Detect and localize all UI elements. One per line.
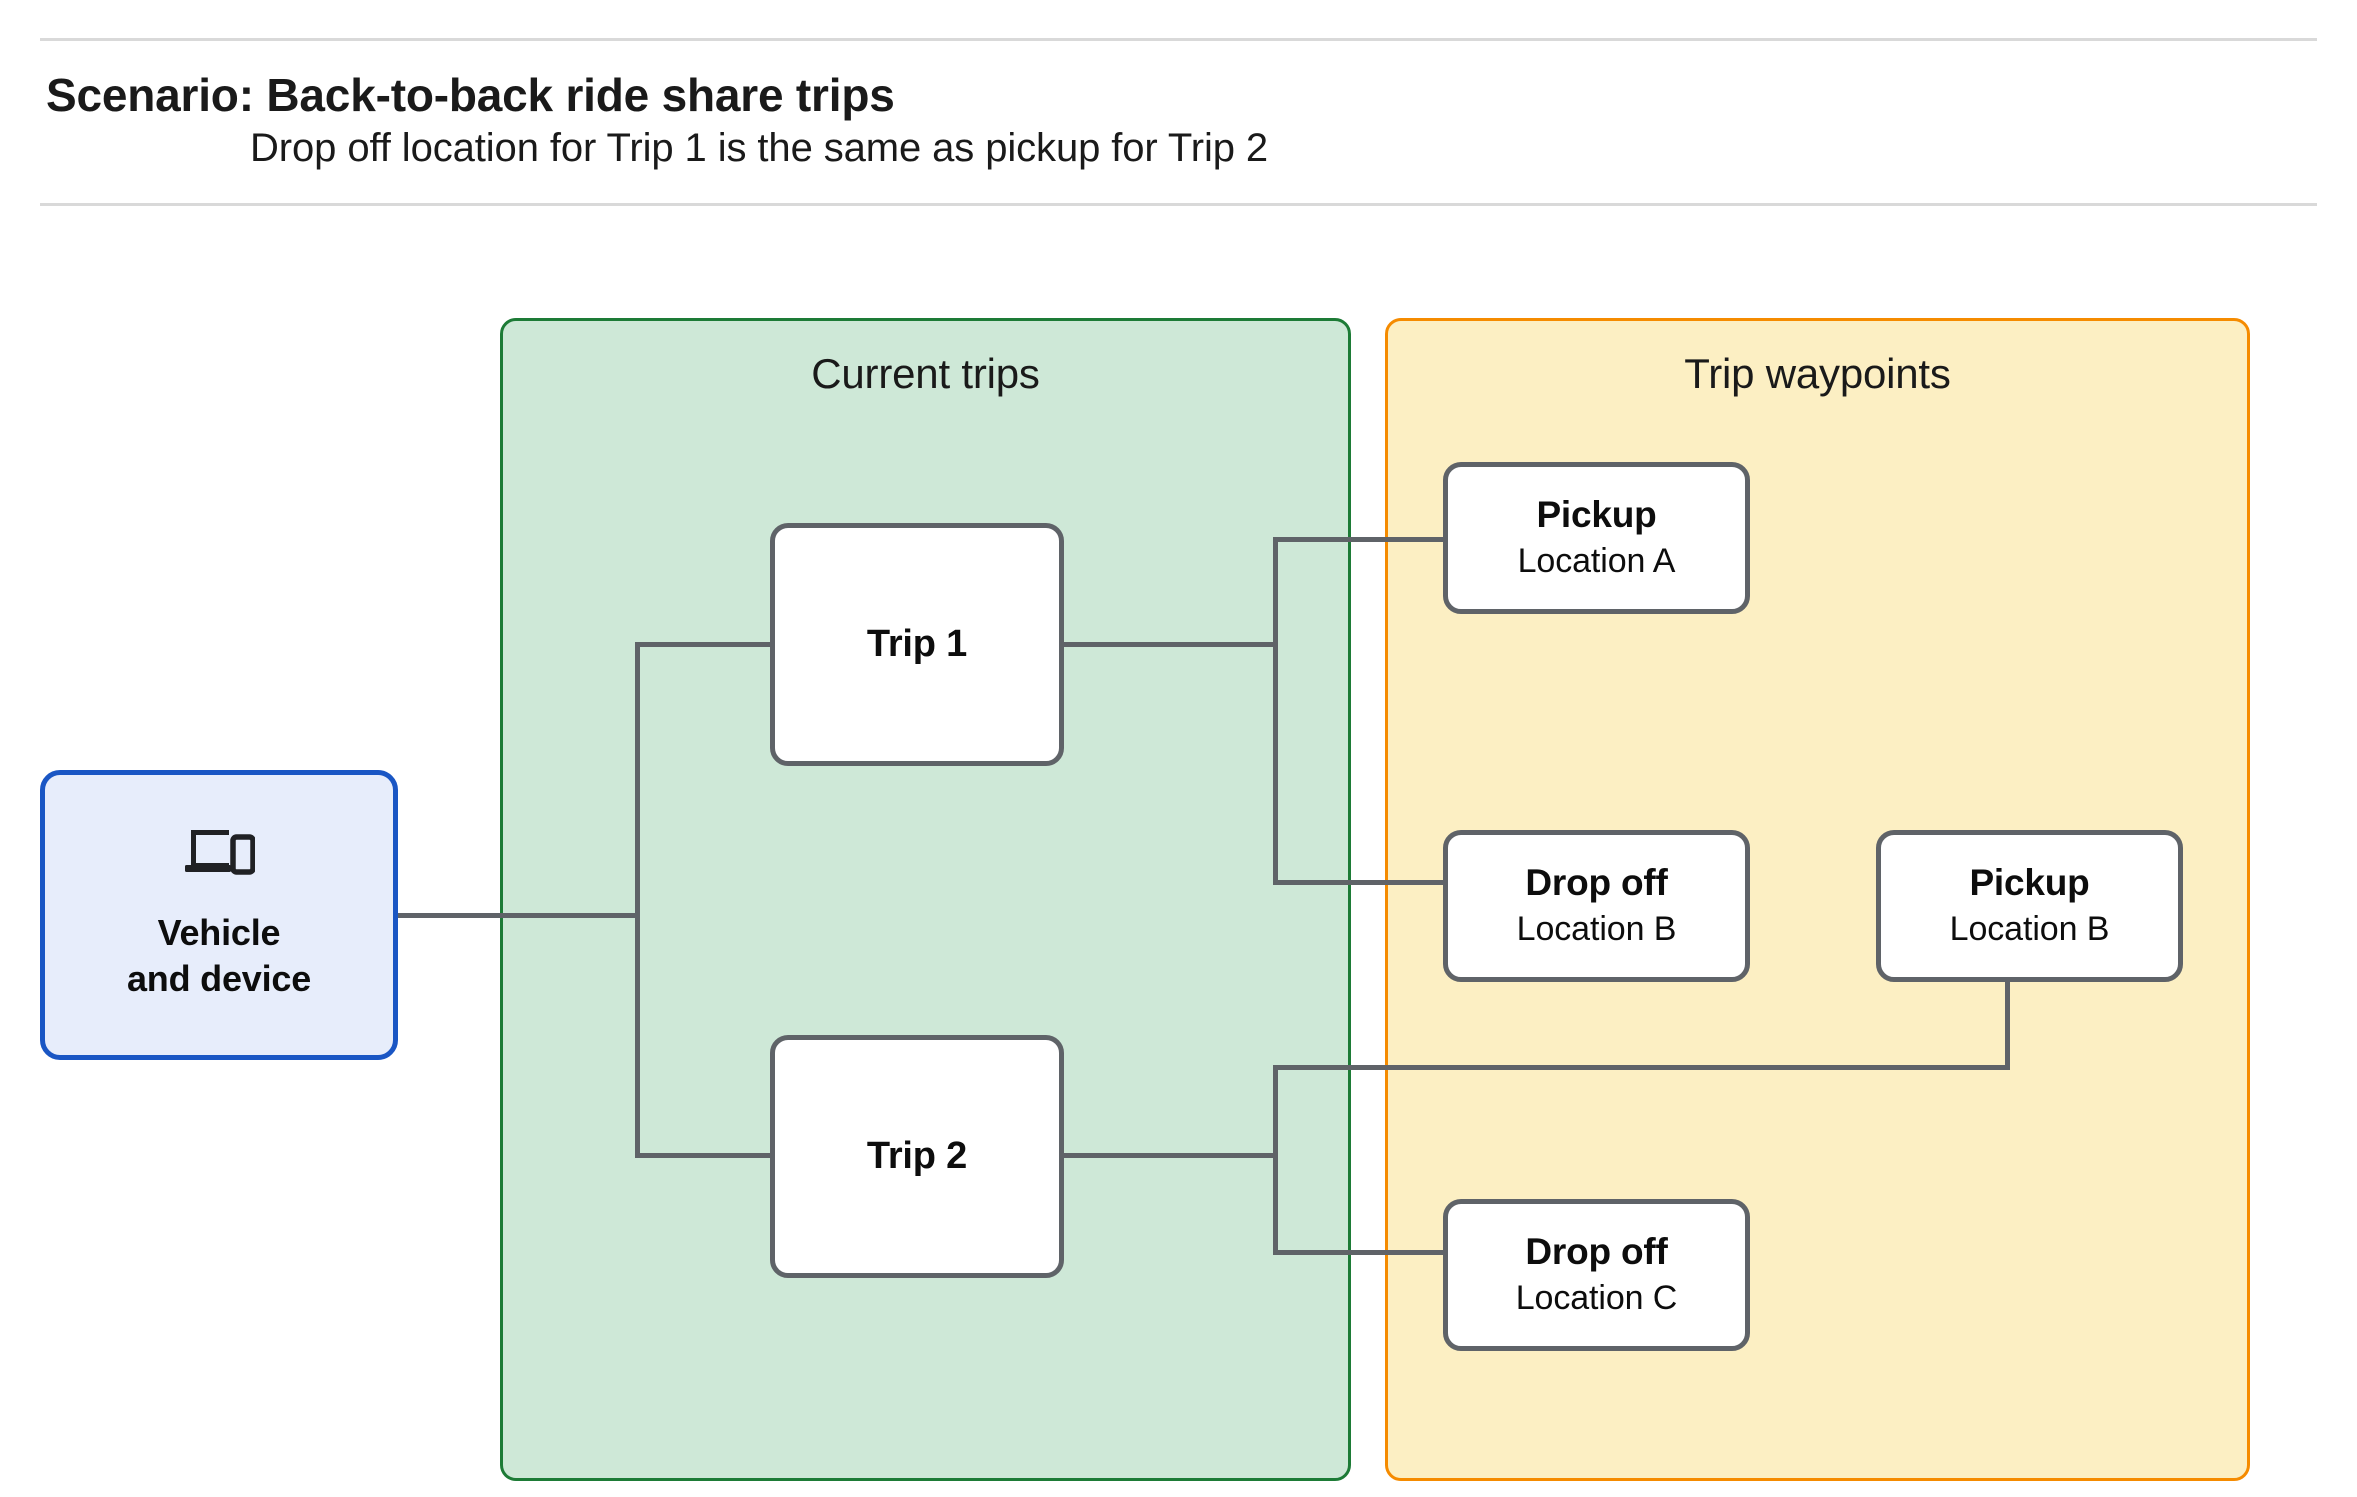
node-trip-2-label: Trip 2: [866, 1134, 968, 1177]
node-pickup-a-title: Pickup: [1536, 494, 1657, 536]
connector-trip2-branch-vertical: [1273, 1065, 1278, 1255]
node-dropoff-c-subtitle: Location C: [1515, 1278, 1678, 1317]
node-pickup-b-title: Pickup: [1969, 862, 2090, 904]
connector-trip1-branch-vertical: [1273, 537, 1278, 885]
node-dropoff-c-title: Drop off: [1525, 1231, 1668, 1273]
page-subtitle: Drop off location for Trip 1 is the same…: [250, 126, 1269, 170]
connector-trunk-to-trip1: [635, 642, 773, 647]
node-vehicle-label: Vehicle and device: [126, 911, 312, 999]
devices-icon: [183, 824, 255, 878]
page-title: Scenario: Back-to-back ride share trips: [46, 69, 895, 121]
node-waypoint-pickup-b[interactable]: Pickup Location B: [1876, 830, 2183, 982]
header-divider-bottom: [40, 203, 2317, 206]
node-waypoint-dropoff-c[interactable]: Drop off Location C: [1443, 1199, 1750, 1351]
connector-trunk-vertical: [635, 642, 640, 1158]
node-vehicle-and-device[interactable]: Vehicle and device: [40, 770, 398, 1060]
connector-trip1-to-dropoff-b: [1273, 880, 1447, 885]
node-waypoint-dropoff-b[interactable]: Drop off Location B: [1443, 830, 1750, 982]
connector-trip2-to-dropoff-c: [1273, 1250, 1447, 1255]
header-divider-top: [40, 38, 2317, 41]
connector-trip1-out: [1060, 642, 1278, 647]
node-trip-1[interactable]: Trip 1: [770, 523, 1064, 766]
connector-trunk-to-trip2: [635, 1153, 773, 1158]
connector-trip2-out: [1060, 1153, 1278, 1158]
panel-trip-waypoints-label: Trip waypoints: [1684, 350, 1951, 397]
connector-trip2-to-pickup-b: [1273, 1065, 2010, 1070]
node-pickup-a-subtitle: Location A: [1517, 541, 1676, 580]
node-trip-2[interactable]: Trip 2: [770, 1035, 1064, 1278]
connector-vehicle-to-trunk: [396, 913, 638, 918]
node-pickup-b-subtitle: Location B: [1949, 909, 2110, 948]
node-trip-1-label: Trip 1: [866, 622, 968, 665]
connector-trip1-to-pickup-a: [1273, 537, 1447, 542]
node-dropoff-b-title: Drop off: [1525, 862, 1668, 904]
node-dropoff-b-subtitle: Location B: [1516, 909, 1677, 948]
panel-current-trips: Current trips: [500, 318, 1351, 1481]
panel-current-trips-label: Current trips: [811, 350, 1040, 397]
node-waypoint-pickup-a[interactable]: Pickup Location A: [1443, 462, 1750, 614]
connector-pickup-b-down: [2005, 979, 2010, 1070]
